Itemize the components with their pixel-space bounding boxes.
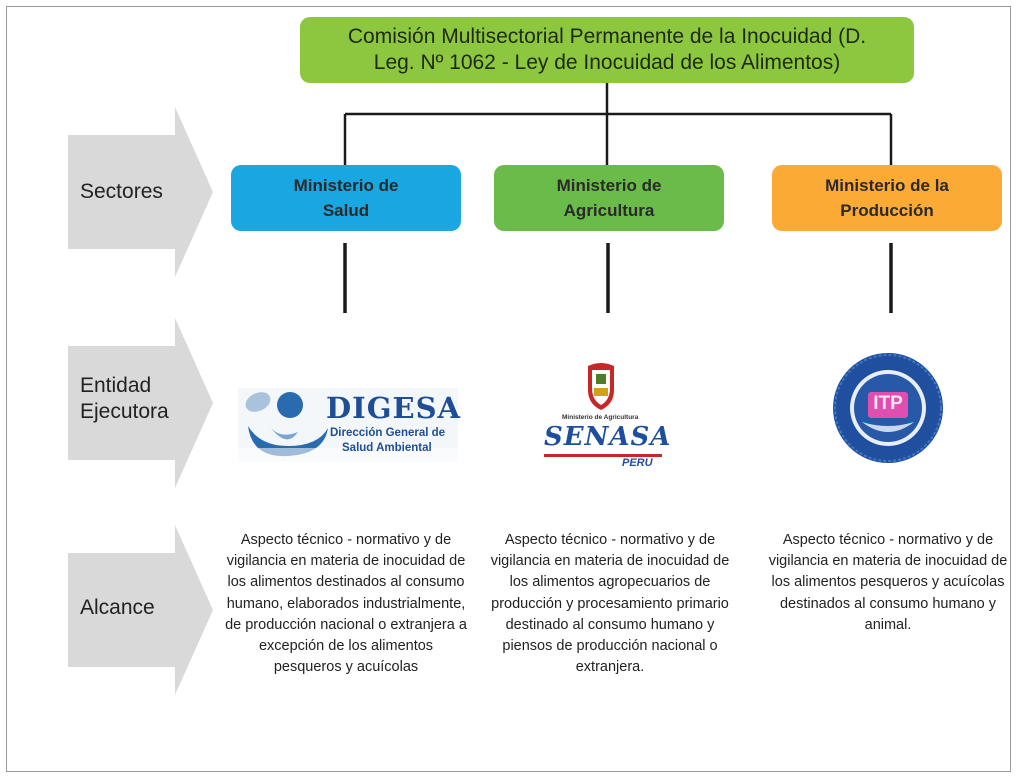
commission-title: Comisión Multisectorial Permanente de la… <box>347 25 867 74</box>
ministry-salud-label: Ministerio de Salud <box>293 176 399 220</box>
diagram-frame <box>6 6 1011 772</box>
itp-name: ITP <box>873 393 903 414</box>
arrow-shape-icon <box>68 525 213 695</box>
senasa-country: PERU <box>622 457 653 469</box>
arrow-shape-icon <box>68 318 213 488</box>
row-label-alcance: Alcance <box>80 596 155 619</box>
senasa-underline <box>544 454 662 457</box>
ministry-produccion-label: Ministerio de la Producción <box>825 176 949 220</box>
row-label-sectores: Sectores <box>80 180 163 203</box>
digesa-emblem-icon <box>238 388 458 462</box>
ministry-salud-box: Ministerio de Salud <box>231 165 461 231</box>
itp-seal-icon <box>833 353 943 463</box>
senasa-name: SENASA <box>544 422 672 452</box>
itp-logo: ITP <box>832 352 944 464</box>
senasa-ministry-text: Ministerio de Agricultura <box>562 414 639 421</box>
row-label-entidad: Entidad Ejecutora <box>80 374 169 423</box>
ministry-agricultura-label: Ministerio de Agricultura <box>556 176 662 220</box>
ministry-produccion-box: Ministerio de la Producción <box>772 165 1002 231</box>
row-arrow-sectores: Sectores <box>68 107 213 277</box>
scope-agricultura: Aspecto técnico - normativo y de vigilan… <box>490 532 730 676</box>
row-arrow-entidad: Entidad Ejecutora <box>68 318 213 488</box>
arrow-shape-icon <box>68 107 213 277</box>
digesa-logo: DIGESA Dirección General de Salud Ambien… <box>238 388 462 462</box>
scope-salud: Aspecto técnico - normativo y de vigilan… <box>225 532 467 676</box>
row-arrow-alcance: Alcance <box>68 525 213 695</box>
scope-produccion: Aspecto técnico - normativo y de vigilan… <box>768 532 1008 633</box>
digesa-line1: Dirección General de <box>330 427 446 439</box>
peru-shield-icon <box>588 363 614 410</box>
commission-box: Comisión Multisectorial Permanente de la… <box>300 17 914 83</box>
ministry-agricultura-box: Ministerio de Agricultura <box>494 165 724 231</box>
digesa-line2: Salud Ambiental <box>342 442 432 454</box>
senasa-logo: Ministerio de Agricultura SENASA PERU <box>540 360 670 470</box>
digesa-name: DIGESA <box>326 391 462 425</box>
